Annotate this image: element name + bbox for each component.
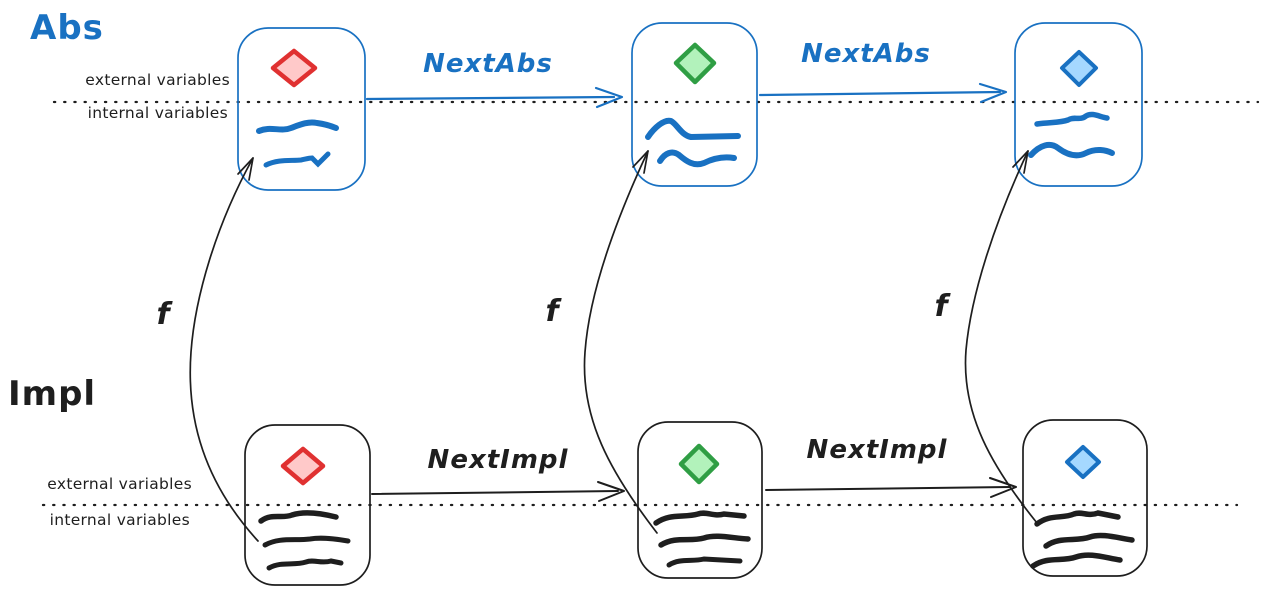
impl-state-2-green-diamond-icon [678, 443, 720, 485]
abs-state-2-green-diamond-icon [673, 42, 717, 85]
abs-state-3-box [1014, 22, 1143, 187]
impl-state-2-internal-scribbles [653, 510, 751, 568]
next-abs-arrow-1 [365, 86, 624, 109]
impl-state-1-box [244, 424, 371, 586]
refinement-label-2: f [545, 294, 559, 329]
abs-row-title: Abs [30, 8, 104, 48]
next-abs-label-2: NextAbs [801, 39, 931, 69]
abs-state-3-internal-scribbles [1028, 111, 1115, 159]
next-abs-arrow-2 [758, 82, 1008, 104]
abs-external-variables-label: external variables [85, 71, 230, 89]
abs-state-2-internal-scribbles [645, 117, 741, 168]
abs-internal-variables-label: internal variables [87, 104, 228, 122]
impl-state-3-blue-diamond-icon [1065, 445, 1101, 479]
impl-state-3-internal-scribbles [1030, 510, 1135, 569]
impl-row-title: Impl [8, 374, 97, 414]
impl-state-2-box [637, 421, 763, 579]
abs-state-2-box [631, 22, 758, 187]
abs-state-1-box [237, 27, 366, 191]
next-impl-arrow-1 [371, 481, 625, 502]
impl-internal-variables-label: internal variables [49, 511, 190, 529]
impl-state-3-box [1022, 419, 1148, 577]
refinement-label-3: f [934, 289, 948, 324]
next-abs-label-1: NextAbs [423, 49, 553, 79]
refinement-arrow-1 [189, 157, 259, 542]
refinement-arrow-3 [964, 150, 1038, 524]
abs-state-1-internal-scribbles [256, 119, 339, 168]
impl-external-variables-label: external variables [47, 475, 192, 493]
refinement-label-1: f [156, 297, 170, 332]
abs-state-1-red-diamond-icon [270, 48, 318, 88]
impl-state-1-internal-scribbles [258, 510, 351, 571]
impl-state-1-red-diamond-icon [280, 446, 326, 486]
next-impl-label-1: NextImpl [427, 445, 569, 475]
abs-state-3-blue-diamond-icon [1060, 50, 1098, 87]
refinement-arrow-2 [583, 150, 658, 534]
next-impl-label-2: NextImpl [806, 435, 948, 465]
next-impl-arrow-2 [765, 477, 1017, 498]
